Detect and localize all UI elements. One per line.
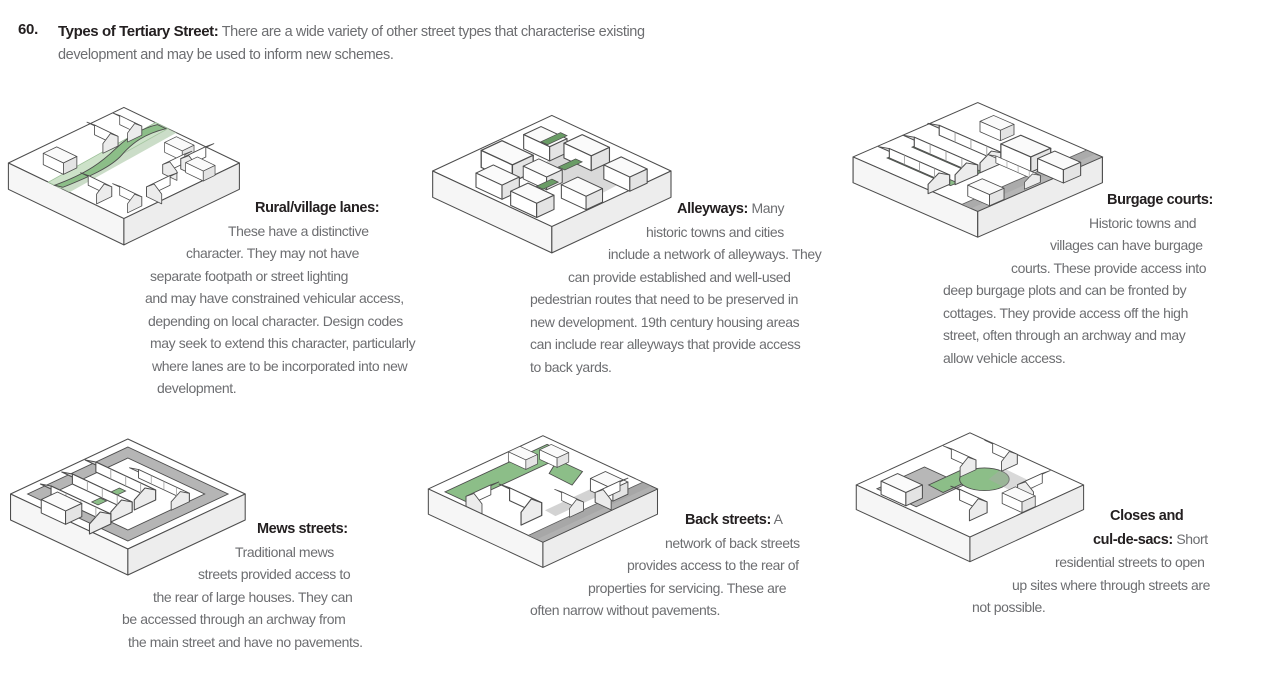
back-streets-description: Back streets: A network of back streets … [530, 508, 800, 622]
closes-cul-de-sacs-illustration [855, 432, 1085, 563]
description-line: cottages. They provide access off the hi… [943, 304, 1188, 321]
panel-title-line: Alleyways: Many [677, 197, 821, 221]
panel-title-line: cul-de-sacs: Short [1093, 528, 1210, 552]
description-line: include a network of alleyways. They [608, 246, 822, 262]
description-line: historic towns and cities [646, 223, 784, 240]
description-line: street, often through an archway and may [943, 327, 1186, 343]
section-heading: Types of Tertiary Street: There are a wi… [58, 21, 645, 66]
description-line: Historic towns and [1089, 214, 1197, 231]
description-line: courts. These provide access into [1011, 259, 1207, 276]
rural-village-lanes-description: Rural/village lanes: These have a distin… [145, 196, 416, 400]
heading-line-1: Types of Tertiary Street: There are a wi… [58, 21, 645, 44]
burgage-courts-illustration [852, 102, 1104, 238]
description-line: the main street and have no pavements. [128, 633, 363, 650]
description-line: pedestrian routes that need to be preser… [530, 291, 799, 307]
description-line: allow vehicle access. [943, 349, 1066, 366]
description-line: where lanes are to be incorporated into … [152, 357, 408, 374]
alleyways-illustration [432, 114, 672, 254]
mews-streets-illustration [10, 438, 246, 576]
description-line: not possible. [972, 599, 1046, 615]
description-line: development. [157, 380, 237, 396]
description-line: can provide established and well-used [568, 268, 791, 285]
panel-title: Back streets: [685, 512, 771, 528]
heading-intro-1: There are a wide variety of other street… [221, 24, 645, 40]
panel-title: Mews streets: [257, 521, 348, 537]
heading-line-2: development and may be used to inform ne… [58, 44, 645, 67]
description-line: residential streets to open [1055, 554, 1205, 570]
panel-title-line: Burgage courts: [1107, 188, 1213, 212]
panel-title-line: Rural/village lanes: [255, 196, 415, 220]
panel-title: cul-de-sacs: [1093, 531, 1173, 548]
description-line: may seek to extend this character, parti… [150, 335, 416, 351]
description-line: new development. 19th century housing ar… [530, 313, 800, 330]
description-line: and may have constrained vehicular acces… [145, 290, 404, 306]
paragraph-number: 60. [18, 21, 38, 38]
panel-title-tail: A [770, 511, 783, 527]
description-line: can include rear alleyways that provide … [530, 336, 801, 352]
description-line: separate footpath or street lighting [150, 267, 349, 284]
description-line: character. They may not have [186, 245, 359, 261]
panel-title-tail: Many [747, 200, 785, 216]
panel-title-line: Closes and [1110, 504, 1210, 528]
panel-title: Alleyways: [677, 201, 748, 217]
heading-title: Types of Tertiary Street: [58, 23, 219, 40]
burgage-courts-description: Burgage courts: Historic towns and villa… [943, 188, 1213, 369]
description-line: These have a distinctive [228, 222, 369, 239]
description-line: deep burgage plots and can be fronted by [943, 282, 1187, 298]
description-line: streets provided access to [198, 566, 351, 582]
description-line: network of back streets [665, 534, 800, 551]
panel-title: Burgage courts: [1107, 192, 1213, 208]
panel-title: Rural/village lanes: [255, 200, 380, 216]
description-line: Traditional mews [235, 543, 334, 560]
description-line: depending on local character. Design cod… [148, 312, 403, 329]
closes-cul-de-sacs-description: Closes and cul-de-sacs: Short residentia… [970, 504, 1210, 619]
panel-title-line: Mews streets: [257, 517, 363, 541]
description-line: properties for servicing. These are [588, 579, 787, 596]
description-line: villages can have burgage [1050, 237, 1203, 253]
heading-intro-2: development and may be used to inform ne… [58, 46, 394, 63]
panel-title-line: Back streets: A [685, 508, 800, 532]
description-line: provides access to the rear of [627, 557, 799, 573]
panel-title-tail: Short [1172, 530, 1208, 547]
mews-streets-description: Mews streets: Traditional mews streets p… [122, 517, 363, 653]
description-line: up sites where through streets are [1012, 576, 1211, 593]
rural-village-lanes-illustration [7, 106, 240, 246]
alleyways-description: Alleyways: Many historic towns and citie… [530, 197, 822, 378]
panel-title: Closes and [1110, 508, 1184, 524]
description-line: to back yards. [530, 358, 612, 375]
description-line: the rear of large houses. They can [153, 588, 353, 605]
back-streets-illustration [427, 435, 659, 568]
description-line: often narrow without pavements. [530, 602, 720, 618]
description-line: be accessed through an archway from [122, 611, 346, 627]
